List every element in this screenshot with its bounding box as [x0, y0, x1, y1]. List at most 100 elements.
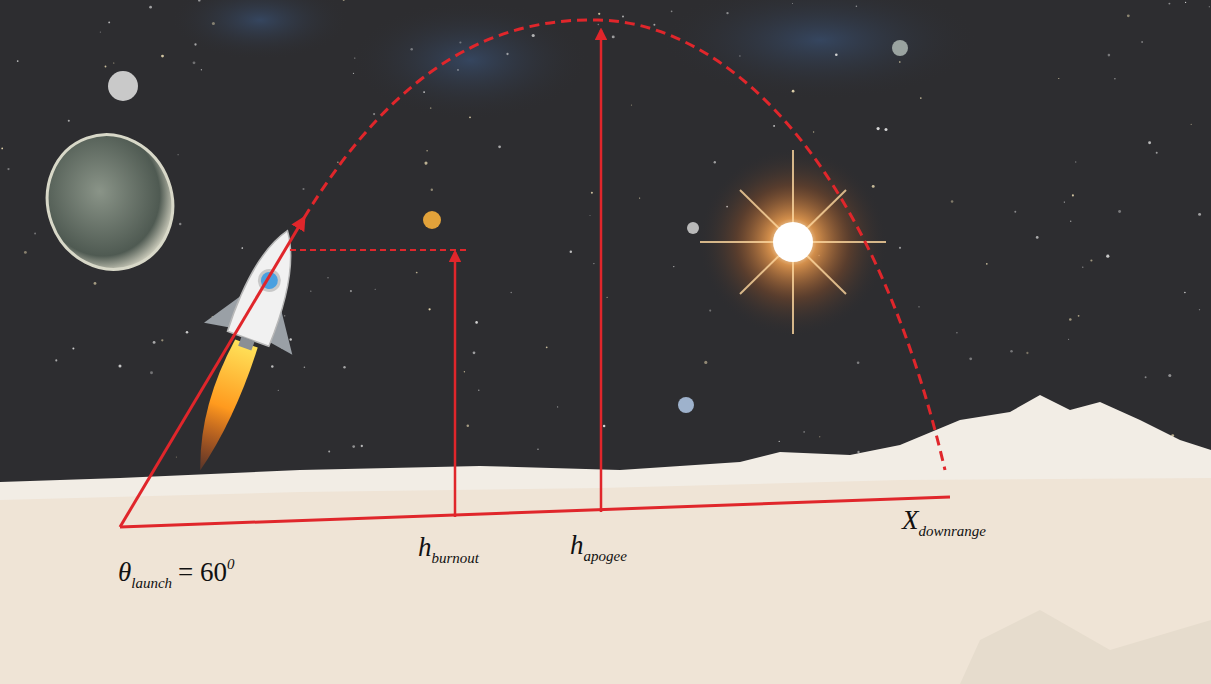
star [1114, 78, 1115, 79]
star [792, 90, 795, 93]
star [671, 10, 673, 12]
star [1118, 210, 1121, 213]
star [899, 247, 901, 249]
moon [108, 71, 138, 101]
star-field [1, 0, 1209, 467]
math-subscript: apogee [584, 548, 627, 564]
star [1108, 54, 1111, 57]
star [459, 41, 461, 43]
star [557, 406, 558, 407]
star [467, 425, 470, 428]
math-subscript: downrange [919, 523, 987, 539]
math-symbol: h [418, 532, 432, 562]
planet [892, 40, 908, 56]
star [354, 57, 355, 58]
star [328, 277, 329, 278]
planet [687, 222, 699, 234]
star [1014, 211, 1016, 213]
star [416, 272, 418, 274]
star [310, 291, 311, 292]
star [186, 331, 189, 334]
star [198, 0, 200, 2]
star [704, 361, 707, 364]
math-subscript: launch [131, 575, 172, 591]
star [1090, 259, 1092, 261]
star [1199, 309, 1200, 310]
burnout-height-label: hburnout [418, 532, 479, 567]
star [290, 338, 292, 340]
star [55, 359, 57, 361]
star [1, 148, 3, 150]
star [872, 185, 875, 188]
star [969, 357, 972, 360]
star [951, 200, 954, 203]
star [956, 332, 958, 334]
star [792, 3, 793, 4]
star [597, 24, 599, 26]
star [361, 445, 363, 447]
star [153, 341, 156, 344]
star [1072, 194, 1074, 196]
star [410, 48, 413, 51]
star [606, 297, 607, 298]
star [506, 53, 508, 55]
star [469, 116, 471, 118]
star [631, 104, 632, 105]
star [113, 62, 114, 63]
star [498, 145, 501, 148]
star [343, 0, 345, 1]
launch-angle-label: θlaunch= 600 [118, 556, 235, 592]
star [622, 16, 624, 18]
sun-core [773, 222, 813, 262]
star [1069, 318, 1072, 321]
star [176, 457, 177, 458]
star [150, 371, 153, 374]
star [94, 282, 97, 285]
star [193, 61, 196, 64]
math-symbol: θ [118, 557, 131, 587]
star [118, 365, 121, 368]
star [161, 55, 164, 58]
star [1168, 3, 1170, 5]
star [726, 12, 728, 14]
moon-mountains [0, 395, 1211, 684]
star [1191, 124, 1192, 125]
star [819, 436, 820, 437]
star [1198, 213, 1201, 216]
star [105, 66, 107, 68]
star [212, 22, 215, 25]
star [591, 192, 593, 194]
star [612, 35, 615, 38]
star [856, 6, 858, 8]
star [161, 339, 163, 341]
star [1070, 220, 1072, 222]
star [570, 250, 572, 252]
star [803, 431, 804, 432]
star [431, 189, 433, 191]
planet [423, 211, 441, 229]
star [1075, 161, 1077, 163]
star [1185, 2, 1186, 3]
star [424, 161, 427, 164]
star [590, 215, 591, 216]
moon-ground [0, 478, 1211, 684]
star [779, 441, 780, 442]
star [920, 97, 922, 99]
star [343, 366, 345, 368]
star [1082, 267, 1083, 268]
star [24, 251, 27, 254]
star [1148, 141, 1151, 144]
star [149, 6, 152, 9]
star [884, 128, 887, 131]
star [603, 425, 606, 428]
star [1026, 352, 1028, 354]
star [773, 125, 775, 127]
star [34, 233, 36, 235]
star [877, 127, 880, 130]
math-symbol: X [902, 505, 919, 535]
star [475, 321, 478, 324]
star [857, 361, 860, 364]
downrange-label: Xdownrange [902, 505, 986, 540]
star [302, 188, 304, 190]
star [278, 390, 279, 391]
